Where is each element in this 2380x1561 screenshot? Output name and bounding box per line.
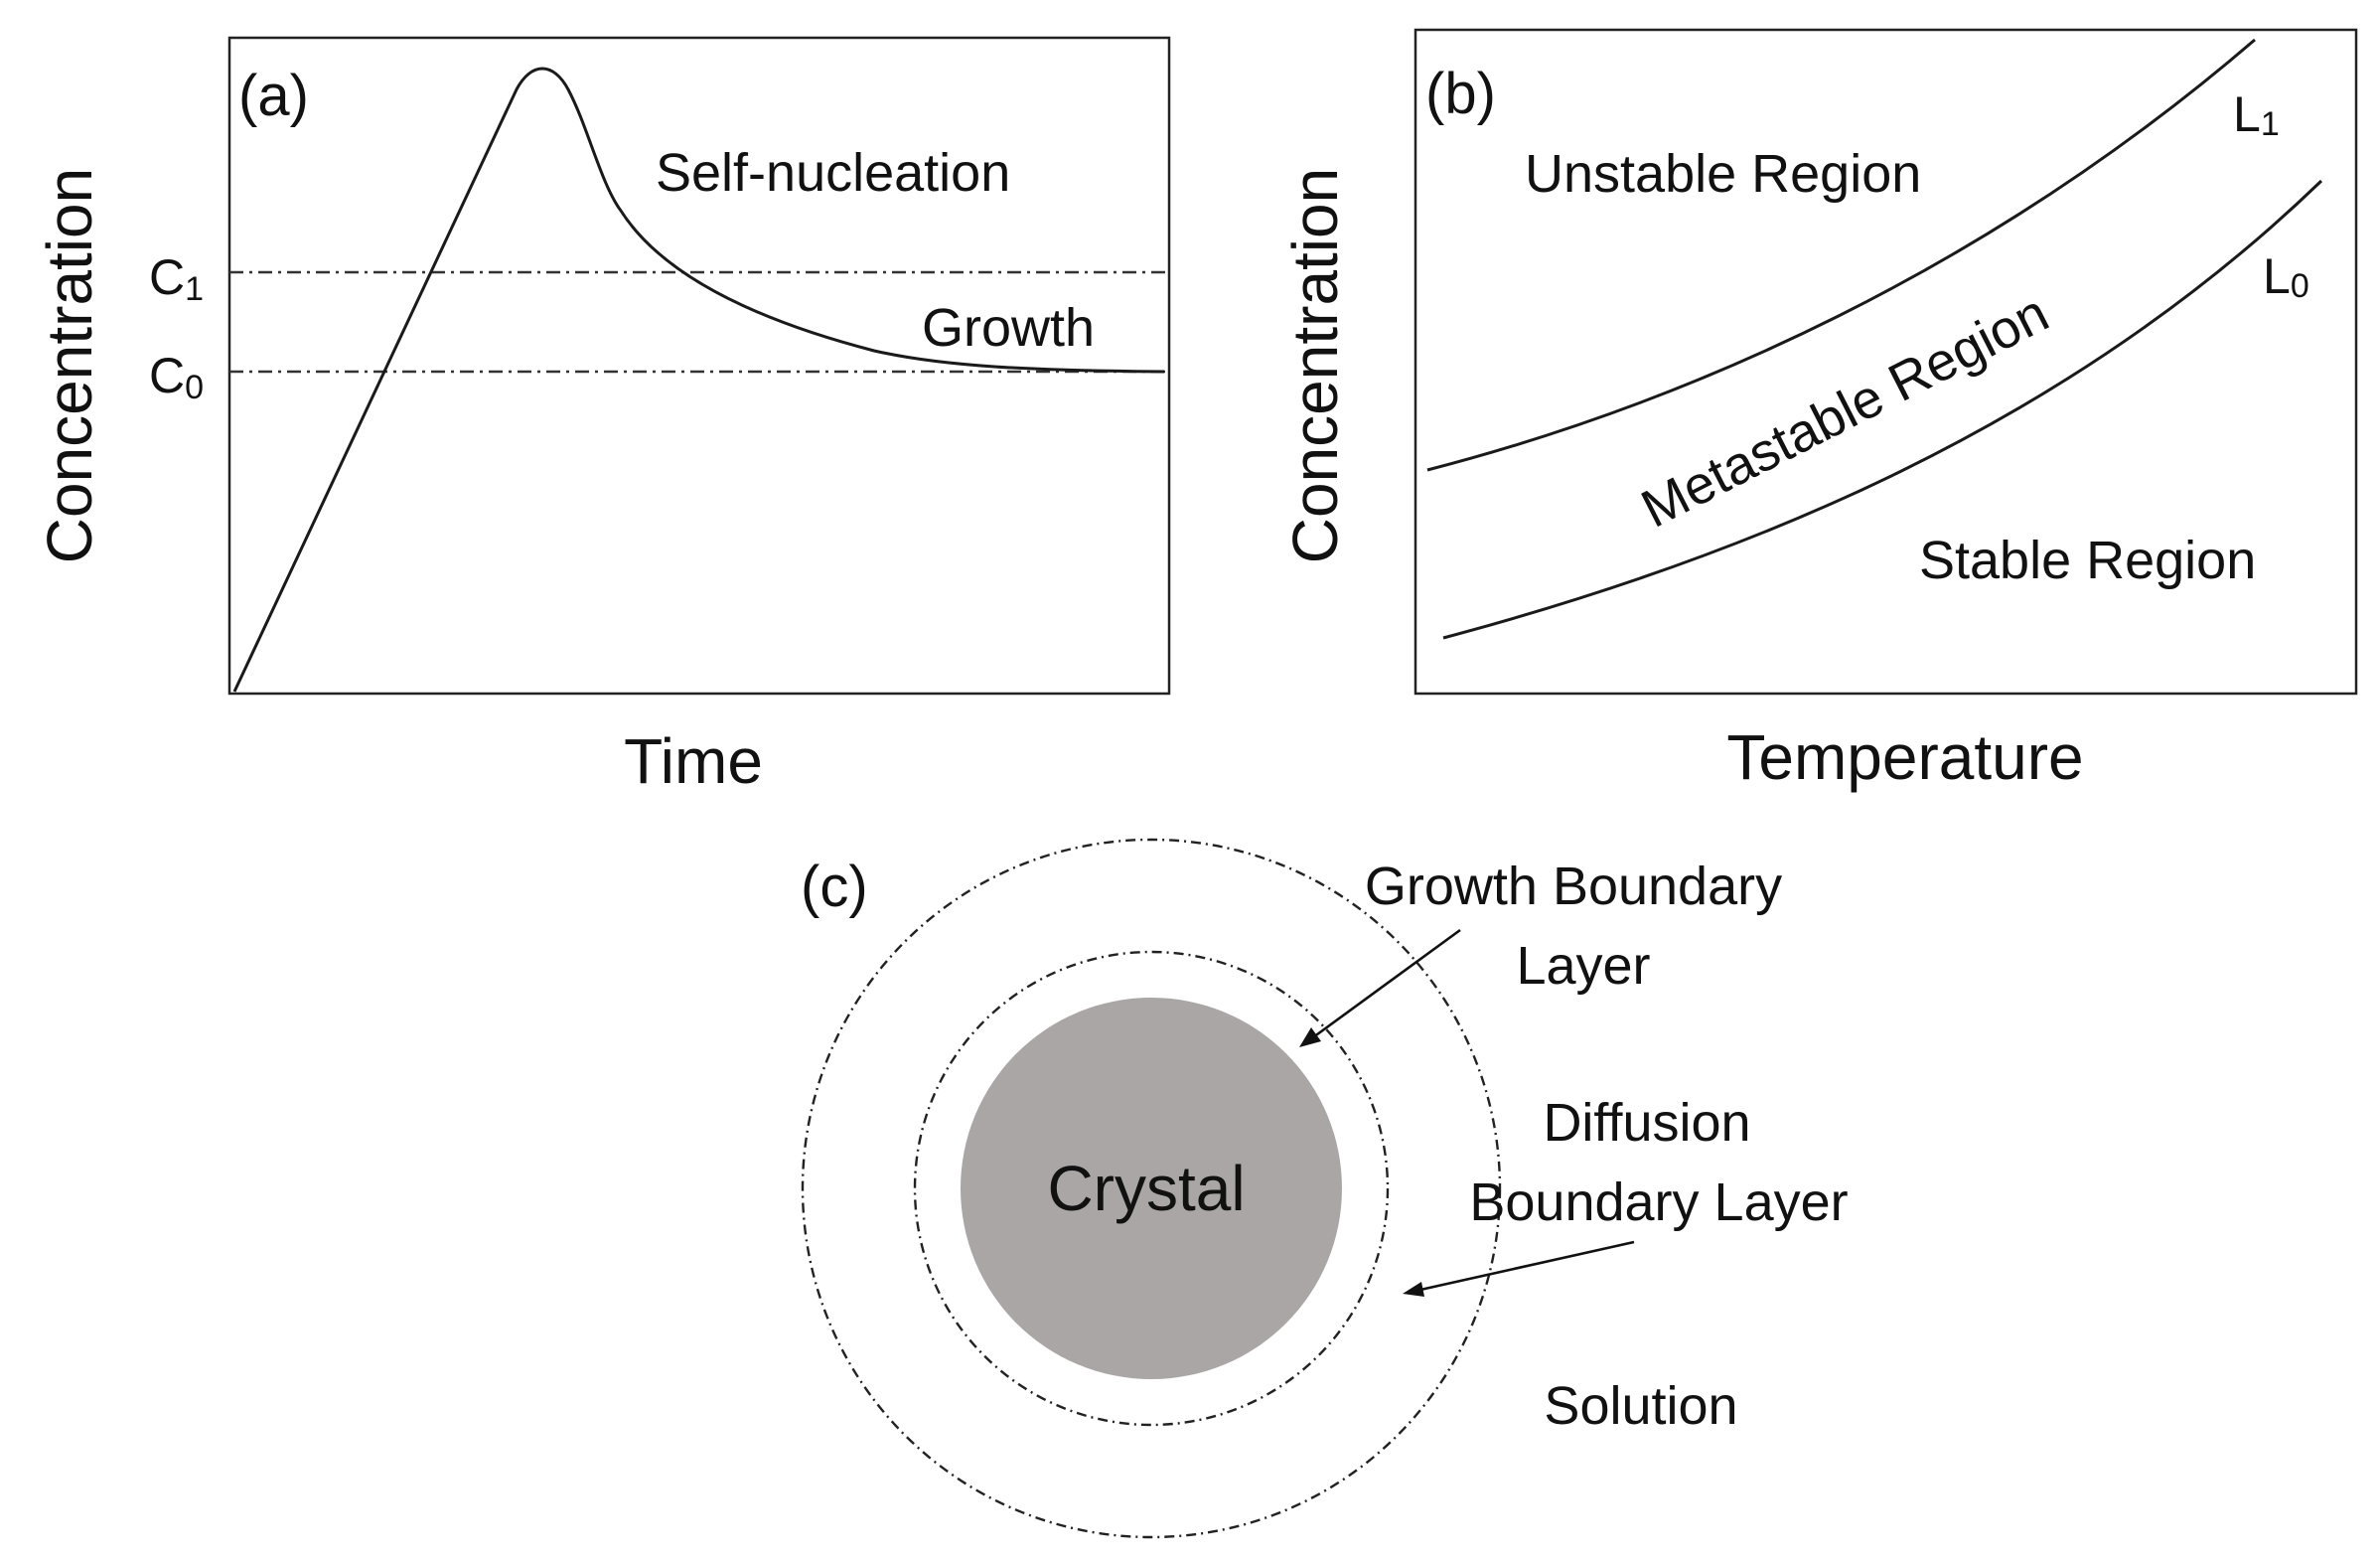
panel-c-label: (c)	[801, 855, 868, 919]
diffusion-boundary-label-line2: Boundary Layer	[1469, 1172, 1848, 1232]
growth-boundary-label-line2: Layer	[1516, 936, 1650, 996]
l0-subscript: 0	[2291, 267, 2309, 305]
panel-b-ylabel: Concentration	[1279, 168, 1351, 563]
growth-boundary-ring	[913, 950, 1390, 1427]
panel-b-frame	[1413, 28, 2358, 696]
growth-boundary-label-line1: Growth Boundary	[1365, 857, 1782, 916]
diffusion-arrow-shaft	[1419, 1240, 1635, 1292]
l1-letter: L	[2233, 86, 2261, 142]
growth-boundary-arrow	[1299, 928, 1461, 1047]
curve-l1	[1426, 38, 2256, 472]
panel-a-label: (a)	[238, 64, 309, 128]
panel-a-xlabel: Time	[624, 725, 763, 797]
panel-b: (b) Unstable Region Metastable Region St…	[1279, 28, 2358, 793]
crystal-label: Crystal	[1047, 1153, 1245, 1224]
panel-b-label: (b)	[1425, 62, 1496, 126]
solution-label: Solution	[1544, 1376, 1737, 1436]
c0-letter: C	[149, 348, 185, 403]
diffusion-boundary-arrow	[1403, 1240, 1635, 1297]
growth-arrow-head	[1299, 1027, 1321, 1047]
panel-a-frame	[227, 36, 1171, 696]
c0-label: C0	[149, 348, 204, 406]
l0-letter: L	[2263, 248, 2291, 304]
c1-label: C1	[149, 249, 204, 308]
c1-subscript: 1	[185, 270, 204, 308]
metastable-region-label: Metastable Region	[1632, 283, 2057, 540]
diffusion-boundary-label-line1: Diffusion	[1543, 1093, 1750, 1153]
l1-label: L1	[2233, 86, 2280, 143]
curve-l0	[1442, 179, 2323, 640]
panel-a: (a) Self-nucleation Growth C1 C0 Time Co…	[34, 36, 1171, 797]
panel-a-ylabel: Concentration	[34, 168, 105, 563]
crystal-disc	[961, 998, 1342, 1379]
l1-subscript: 1	[2261, 105, 2280, 143]
l0-label: L0	[2263, 248, 2309, 305]
growth-arrow-shaft	[1312, 928, 1461, 1039]
c0-subscript: 0	[185, 369, 204, 406]
c1-letter: C	[149, 249, 185, 305]
panel-c: Crystal (c) Growth Boundary Layer Diffus…	[801, 838, 1849, 1539]
diffusion-boundary-ring	[801, 838, 1502, 1539]
diffusion-arrow-head	[1403, 1282, 1424, 1297]
self-nucleation-label: Self-nucleation	[656, 143, 1010, 203]
concentration-time-curve	[232, 67, 1165, 693]
panel-b-xlabel: Temperature	[1726, 721, 2083, 793]
stable-region-label: Stable Region	[1919, 531, 2256, 590]
unstable-region-label: Unstable Region	[1525, 144, 1921, 204]
growth-label: Growth	[922, 298, 1095, 358]
